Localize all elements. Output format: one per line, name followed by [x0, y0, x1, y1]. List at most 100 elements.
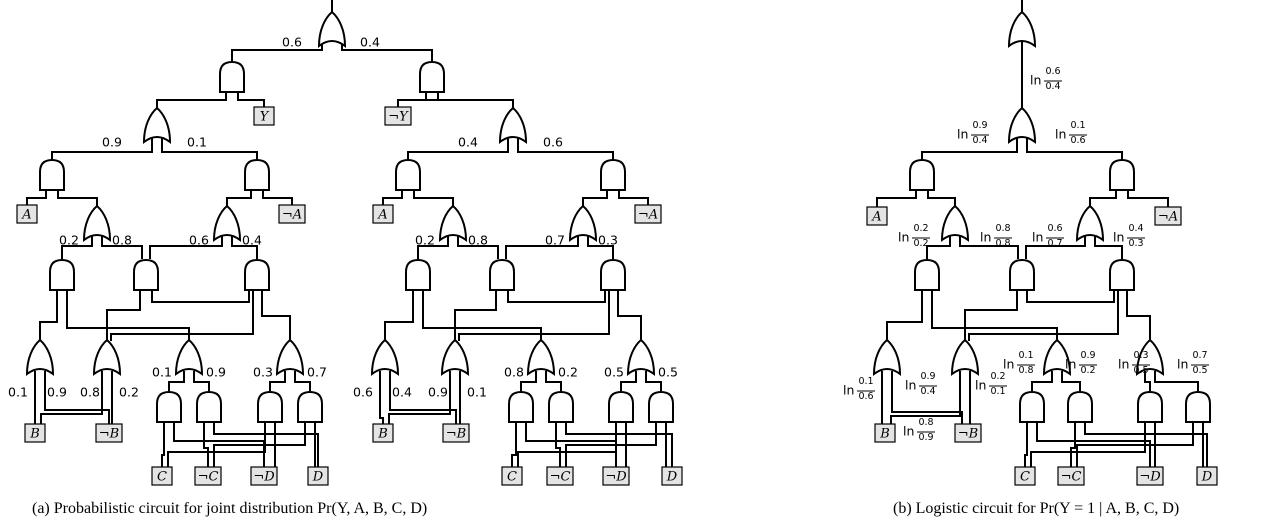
- weight-c-right: ln 0.9 0.2: [1065, 350, 1097, 376]
- weight-x-left: ln0.20.2: [898, 223, 930, 249]
- wire: [891, 371, 963, 425]
- leaf-D-b-text: D: [1201, 470, 1213, 485]
- ln-numerator: 0.9: [920, 371, 935, 382]
- wire: [517, 138, 614, 161]
- ln-numerator: 0.3: [1133, 350, 1148, 361]
- wire: [511, 421, 517, 469]
- wire: [618, 189, 649, 208]
- ln-denominator: 0.2: [913, 238, 928, 249]
- or-gate: [626, 338, 656, 377]
- wire: [876, 189, 917, 208]
- leaf-C: C: [151, 466, 173, 486]
- ln-numerator: 0.9: [1080, 350, 1095, 361]
- wire: [156, 91, 227, 109]
- wire: [931, 289, 1058, 341]
- leaf-D-text: D: [312, 470, 324, 485]
- leaf-notC-text: ¬C: [198, 470, 219, 485]
- and-gate: [219, 60, 245, 93]
- wire: [379, 371, 384, 426]
- ln-text: ln: [898, 230, 909, 245]
- weight-label: 0.1: [467, 385, 487, 400]
- ln-denominator: 0.4: [972, 135, 987, 146]
- wire: [886, 289, 923, 341]
- leaf-D-b: D: [1196, 466, 1218, 486]
- leaf-Y: Y: [253, 106, 275, 126]
- or-gate: [92, 338, 122, 377]
- leaf-C-b-text: C: [1020, 470, 1030, 485]
- leaf-notB-text: ¬B: [99, 427, 119, 442]
- weight-label: 0.6: [543, 135, 563, 150]
- and-gate: [1185, 390, 1211, 423]
- ln-denominator: 0.8: [995, 238, 1010, 249]
- leaf-A-b: A: [866, 206, 888, 226]
- leaf-notD-b-box: [1136, 466, 1164, 486]
- ln-text: ln: [1065, 357, 1076, 372]
- leaf-notC-box: [546, 466, 574, 486]
- weight-label: 0.2: [59, 233, 79, 248]
- wire: [921, 138, 1018, 161]
- ln-numerator: 0.9: [972, 120, 987, 131]
- leaf-A-text: A: [21, 208, 31, 223]
- or-gate-1: [1007, 106, 1037, 145]
- wire: [110, 289, 254, 341]
- weight-label: 0.6: [353, 385, 373, 400]
- wire: [61, 236, 93, 259]
- weight-b2-left: ln0.80.9: [903, 417, 935, 443]
- ln-denominator: 0.5: [1192, 365, 1207, 376]
- weight-y-left: ln0.60.7: [1032, 223, 1064, 249]
- leaf-notB-box: [442, 423, 470, 443]
- wire: [106, 289, 141, 341]
- wire: [565, 421, 657, 469]
- ln-denominator: 0.4: [1045, 81, 1060, 92]
- leaf-C-text: C: [507, 470, 517, 485]
- and-gate: [395, 158, 421, 191]
- wire: [1076, 421, 1194, 469]
- weight-o-left: ln0.90.4: [957, 120, 989, 146]
- wire: [1025, 236, 1086, 259]
- wire: [203, 421, 209, 469]
- and-gate: [244, 258, 270, 291]
- leaf-D-box: [661, 466, 683, 486]
- wire: [645, 371, 662, 391]
- wire: [545, 371, 562, 391]
- wire: [890, 371, 961, 425]
- weight-top: ln0.60.4: [1030, 66, 1062, 92]
- weight-y-right: ln0.40.3: [1113, 223, 1145, 249]
- leaf-notD-box: [250, 466, 278, 486]
- wire: [422, 289, 542, 341]
- ln-text: ln: [1177, 357, 1188, 372]
- wire: [1030, 421, 1146, 469]
- leaf-notC: ¬C: [194, 466, 222, 486]
- weight-label: 0.1: [8, 385, 28, 400]
- wire: [149, 236, 223, 259]
- wire: [525, 421, 617, 469]
- leaf-notD: ¬D: [602, 466, 630, 486]
- leaf-A: A: [372, 204, 394, 224]
- leaf-notC-b-text: ¬C: [1061, 470, 1082, 485]
- wire: [1089, 189, 1117, 206]
- wire: [193, 371, 210, 391]
- weight-label: 0.9: [428, 385, 448, 400]
- wire: [458, 289, 610, 341]
- weight-label: 0.1: [152, 365, 172, 380]
- wire: [237, 91, 265, 109]
- weight-c-left: ln0.10.8: [1003, 350, 1035, 376]
- leaf-notA-b-text: ¬A: [1158, 210, 1178, 225]
- weight-b1-left: ln0.10.6: [843, 376, 875, 402]
- leaf-B-box: [24, 423, 46, 443]
- and-gate: [419, 60, 445, 93]
- weight-label: 0.3: [253, 365, 273, 380]
- wire: [66, 289, 190, 341]
- wire: [261, 289, 291, 341]
- leaf-notD-box: [602, 466, 630, 486]
- leaf-notA: ¬A: [278, 204, 306, 224]
- weight-o-right: ln0.10.6: [1055, 120, 1087, 146]
- ln-denominator: 0.2: [1080, 365, 1095, 376]
- weight-x-right: ln0.80.8: [980, 223, 1012, 249]
- leaf-B-b-box: [874, 423, 896, 443]
- weight-label: 0.5: [604, 365, 624, 380]
- leaf-notC-box: [194, 466, 222, 486]
- leaf-A-box: [372, 204, 394, 224]
- wire: [161, 138, 258, 161]
